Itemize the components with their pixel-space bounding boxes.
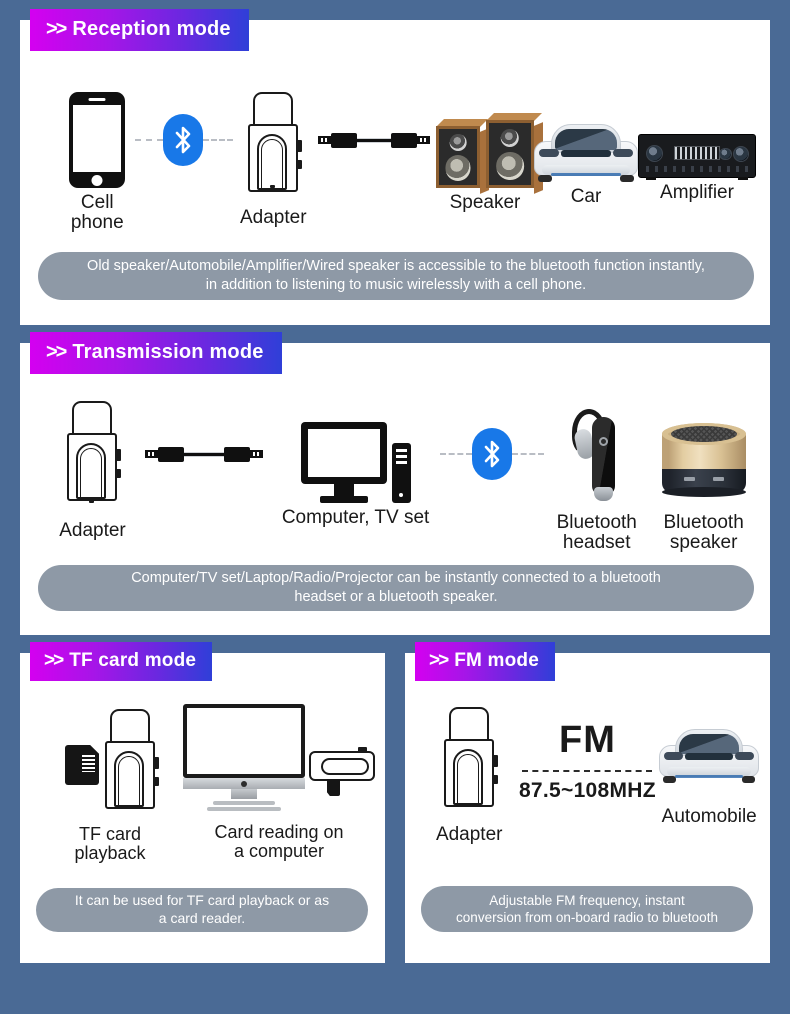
reception-bluetooth-link [134, 92, 233, 188]
fm-range-label: 87.5~108MHZ [518, 779, 656, 802]
chevron-right-icon: >> [44, 650, 64, 671]
chevron-right-icon: >> [46, 341, 67, 363]
figure-car: Car [534, 92, 638, 207]
imac-with-adapter [183, 704, 375, 813]
adapter-dongle-icon [444, 707, 499, 811]
figure-amplifier: Amplifier [638, 92, 756, 203]
adapter-horizontal-icon [309, 747, 375, 797]
adapter-dongle-icon [67, 401, 122, 507]
fm-divider [522, 770, 653, 772]
section-tag-label: Transmission mode [72, 341, 264, 363]
figure-speakers: Speaker [436, 92, 543, 213]
figure-adapter: Adapter [40, 401, 145, 541]
aux-cable-icon [144, 446, 263, 462]
section-tag-fm: >> FM mode [415, 642, 555, 681]
figure-label: Automobile [661, 806, 757, 827]
figure-aux-cable [144, 401, 263, 507]
figure-label: TF card playback [74, 824, 146, 863]
figure-bluetooth-speaker: Bluetooth speaker [647, 401, 760, 553]
bluetooth-icon [162, 114, 203, 166]
figure-aux-cable [318, 92, 430, 188]
figure-adapter: Adapter [229, 92, 318, 228]
car-icon [659, 725, 760, 783]
chevron-right-icon: >> [46, 18, 67, 40]
figure-label: Card reading on a computer [214, 822, 344, 861]
adapter-dongle-icon [105, 709, 159, 813]
bluetooth-speaker-icon [661, 423, 746, 499]
fm-figure-row: Adapter FM 87.5~108MHZ Automobile [421, 707, 761, 845]
figure-adapter: Adapter [421, 707, 517, 845]
figure-bluetooth-headset: Bluetooth headset [546, 401, 647, 553]
bottom-panels-row: >> TF card mode TF card playback [20, 642, 770, 963]
tf-figure-row: TF card playback Card reading on a compu… [34, 704, 375, 863]
computer-monitor-icon [300, 411, 411, 503]
section-tag-reception: >> Reception mode [30, 9, 249, 51]
figure-automobile: Automobile [657, 707, 761, 827]
microsd-card-icon [65, 745, 99, 785]
figure-label: Car [570, 186, 602, 207]
panel-reception-mode: >> Reception mode Cell phone [20, 9, 770, 325]
panel-fm-mode: >> FM mode Adapter FM 87.5~108MHZ [405, 642, 770, 963]
fm-frequency-block: FM 87.5~108MHZ [517, 721, 657, 803]
fm-title: FM [558, 719, 616, 761]
figure-label: Amplifier [660, 182, 734, 203]
bookshelf-speakers-icon [436, 106, 543, 194]
figure-label: Adapter [240, 207, 307, 228]
tf-card-with-adapter [65, 709, 159, 813]
section-tag-transmission: >> Transmission mode [30, 332, 282, 374]
adapter-dongle-icon [248, 92, 303, 192]
tf-card-caption: It can be used for TF card playback or a… [36, 888, 368, 932]
figure-label: Cell phone [70, 192, 124, 233]
chevron-right-icon: >> [429, 650, 449, 671]
transmission-caption: Computer/TV set/Laptop/Radio/Projector c… [38, 565, 754, 611]
figure-tf-card-playback: TF card playback [34, 709, 186, 863]
amplifier-icon [638, 134, 756, 180]
reception-caption: Old speaker/Automobile/Amplifier/Wired s… [38, 252, 754, 300]
figure-label: Bluetooth headset [556, 512, 637, 553]
figure-label: Bluetooth speaker [663, 512, 744, 553]
bluetooth-icon [472, 428, 513, 480]
imac-computer-icon [183, 704, 305, 811]
reception-figure-row: Cell phone Adapter [56, 92, 756, 233]
transmission-bluetooth-link [440, 401, 545, 507]
figure-computer: Computer, TV set [273, 401, 438, 528]
figure-label: Adapter [435, 824, 503, 845]
section-tag-label: Reception mode [72, 18, 231, 40]
section-tag-tf-card: >> TF card mode [30, 642, 213, 681]
figure-card-reading-computer: Card reading on a computer [183, 704, 375, 861]
car-icon [534, 120, 638, 182]
fm-caption: Adjustable FM frequency, instant convers… [421, 886, 753, 932]
panel-transmission-mode: >> Transmission mode Adapter [20, 332, 770, 635]
figure-label: Speaker [449, 192, 521, 213]
transmission-figure-row: Adapter Computer, TV set [40, 401, 760, 553]
figure-label: Adapter [59, 520, 126, 541]
panel-tf-card-mode: >> TF card mode TF card playback [20, 642, 385, 963]
aux-cable-icon [318, 132, 430, 148]
section-tag-label: TF card mode [69, 650, 197, 671]
section-tag-label: FM mode [454, 650, 539, 671]
figure-label: Computer, TV set [281, 507, 430, 528]
cell-phone-icon [69, 92, 126, 188]
bluetooth-headset-icon [570, 407, 624, 501]
figure-cell-phone: Cell phone [56, 92, 139, 233]
